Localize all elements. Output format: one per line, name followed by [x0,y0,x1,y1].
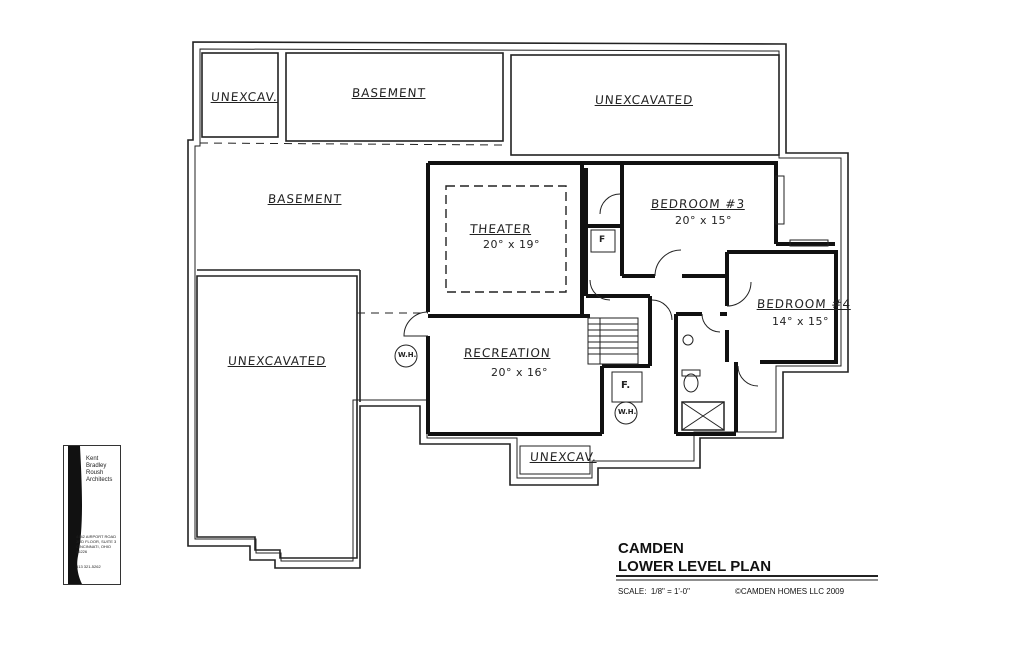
room-label-bedroom3: BEDROOM #3 [650,197,746,211]
room-unexcavated-left [196,275,358,559]
architect-address: 4442 AIRPORT ROAD 3RD FLOOR, SUITE 3 CIN… [76,534,117,554]
water-heater-right-label: W.H. [618,408,637,416]
foundation-outline [187,41,849,569]
furnace-box-top [590,229,616,253]
room-unexcav-top-left [201,52,279,138]
furnace-top-label: F [599,235,606,245]
room-dim-theater: 20° x 19° [483,238,540,251]
architect-name: Kent Bradley Roush Architects [86,456,113,483]
theater-screen-outline [445,185,567,293]
stairs [587,317,639,365]
wall-bedroom4 [727,250,838,364]
room-dim-bedroom4: 14° x 15° [772,315,829,328]
furnace-bottom-label: F. [621,380,631,391]
room-dim-recreation: 20° x 16° [491,366,548,379]
room-label-bedroom4: BEDROOM #4 [756,297,852,311]
water-heater-right [614,401,638,425]
plan-subtitle: LOWER LEVEL PLAN [618,558,772,575]
shower [681,401,725,431]
plan-title: CAMDEN [618,540,684,557]
plan-scale: SCALE: 1/8" = 1'-0" [618,587,690,596]
water-heater-left [394,344,418,368]
room-label-unexcavated-left: UNEXCAVATED [227,354,327,368]
room-label-basement-top: BASEMENT [351,86,427,100]
plan-copyright: ©CAMDEN HOMES LLC 2009 [735,587,845,596]
room-dim-bedroom3: 20° x 15° [675,214,732,227]
room-label-recreation: RECREATION [463,346,552,360]
room-unexcav-bottom [519,445,591,475]
room-label-theater: THEATER [469,222,532,236]
room-label-unexcav-bottom: UNEXCAV. [529,450,598,464]
water-heater-left-label: W.H. [398,351,417,359]
architect-phone: 513 321-5262 [76,564,101,569]
room-label-basement-left: BASEMENT [267,192,343,206]
room-basement-top [285,52,504,142]
room-label-unexcavated-top-right: UNEXCAVATED [594,93,694,107]
room-unexcavated-top-right [510,54,780,156]
architect-logo-mark [68,446,82,584]
architect-logo-block: Kent Bradley Roush Architects 4442 AIRPO… [63,445,121,585]
room-label-unexcav-top-left: UNEXCAV. [210,90,279,104]
